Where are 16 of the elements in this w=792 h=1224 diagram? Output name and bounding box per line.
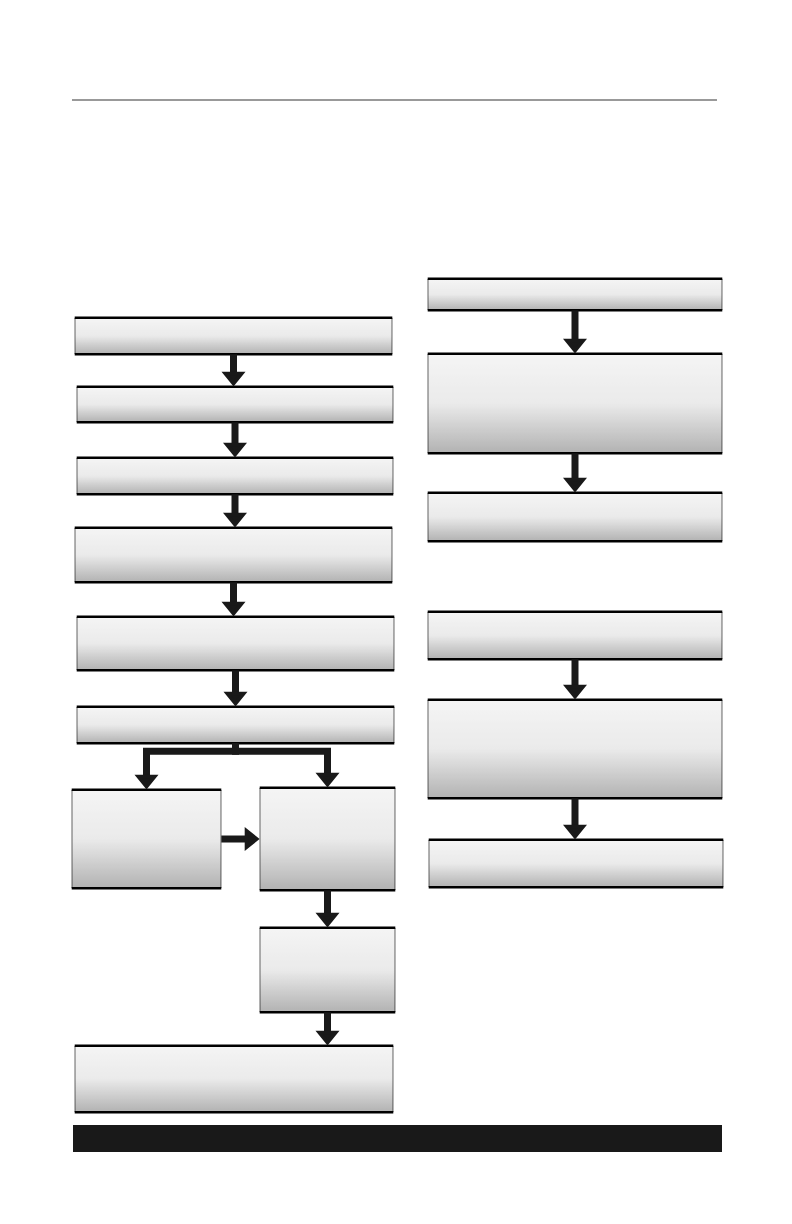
process-box: [76, 705, 395, 745]
process-box: [428, 838, 724, 889]
process-box: [427, 698, 723, 800]
process-box: [427, 610, 723, 661]
process-box: [76, 456, 394, 496]
process-box: [74, 526, 393, 584]
process-box: [74, 1044, 394, 1114]
process-box: [259, 786, 396, 892]
process-box: [71, 788, 222, 890]
process-box: [76, 385, 394, 424]
process-box: [259, 926, 396, 1014]
process-box: [74, 316, 393, 356]
process-box: [427, 491, 723, 543]
process-box: [427, 277, 723, 312]
process-box: [76, 615, 395, 672]
process-box: [427, 352, 723, 455]
